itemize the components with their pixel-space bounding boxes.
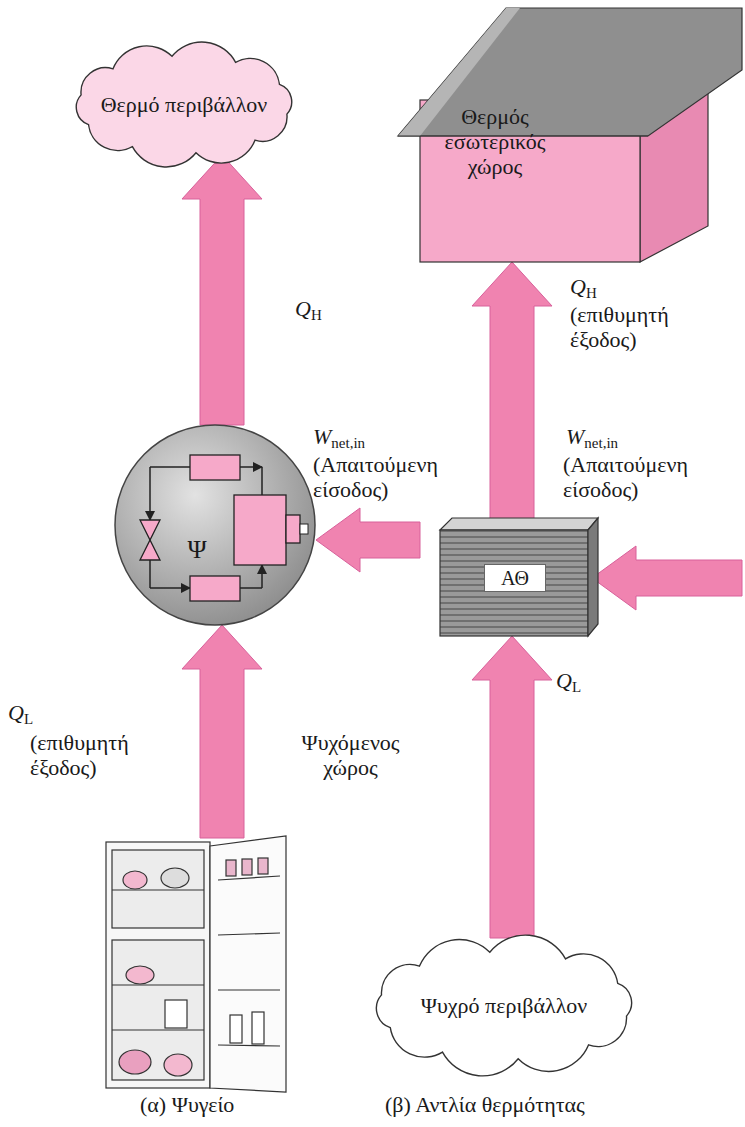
symbol-label: QL — [8, 700, 33, 725]
cloud-region: Θερμό περιβάλλον — [65, 42, 303, 167]
refrigeration-unit — [115, 425, 315, 625]
house-region: Θερμός εσωτερικός χώρος — [420, 100, 640, 262]
cloud-region: Ψυχρό περιβάλλον — [365, 938, 643, 1073]
house-illustration — [398, 8, 742, 262]
note-label: (επιθυμητή έξοδος) — [30, 730, 150, 780]
symbol-label: QL — [556, 668, 581, 693]
symbol-label: Wnet,in — [566, 424, 618, 449]
symbol-label: Wnet,in — [313, 424, 365, 449]
heat-flow-arrow — [182, 155, 262, 425]
symbol-label: QH — [295, 296, 322, 321]
note-label: (β) Αντλία θερμότητας — [385, 1092, 585, 1117]
machine-circle: Ψ — [115, 425, 315, 625]
note-label: (Απαιτούμενη είσοδος) — [563, 452, 741, 502]
note-label: (επιθυμητή έξοδος) — [570, 302, 688, 352]
node-text: Θερμό περιβάλλον — [101, 92, 268, 117]
heat-pump-box: ΑΘ — [440, 520, 588, 636]
note-label: (α) Ψυγείο — [140, 1092, 234, 1117]
heat-pump-unit — [440, 518, 598, 636]
refrigerator-illustration — [106, 836, 286, 1092]
node-text: Ψυχόμενος χώρος — [288, 730, 413, 780]
symbol-label: QH — [570, 274, 597, 299]
refrigerator: Ψυχόμενος χώρος — [106, 838, 286, 1090]
heat-flow-arrow — [472, 262, 552, 520]
heat-flow-arrow — [182, 625, 262, 838]
node-text: Ψυχρό περιβάλλον — [421, 993, 588, 1018]
node-text: Θερμός εσωτερικός χώρος — [420, 104, 570, 179]
node-text: Ψ — [177, 537, 217, 562]
note-label: (Απαιτούμενη είσοδος) — [313, 452, 458, 502]
node-text: ΑΘ — [484, 564, 546, 592]
heat-flow-arrow — [472, 636, 552, 938]
